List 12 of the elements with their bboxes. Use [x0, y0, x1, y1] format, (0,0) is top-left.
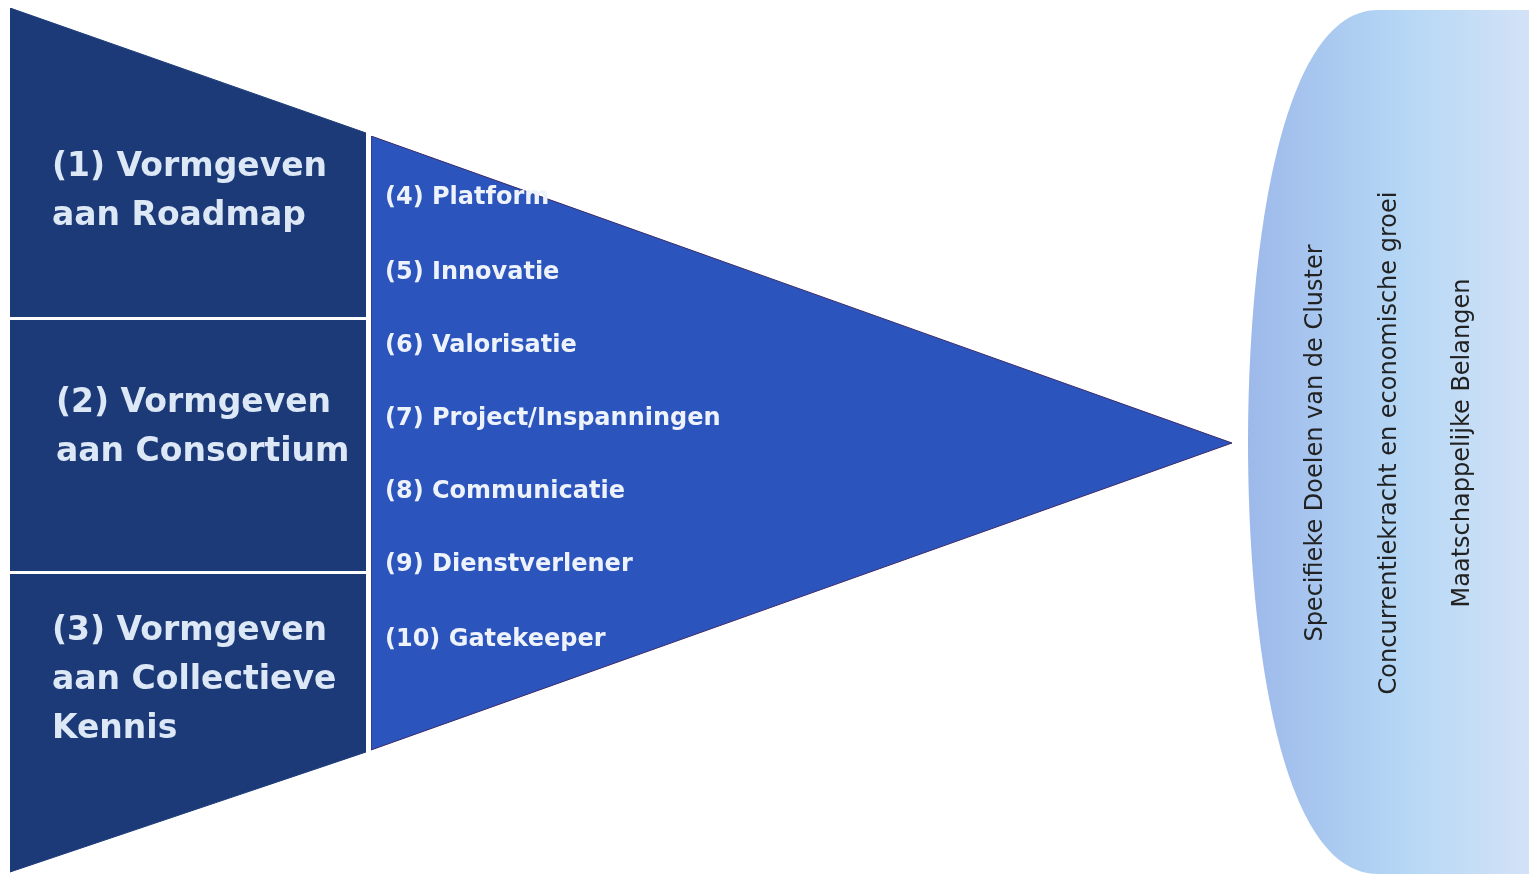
role-label: (6) Valorisatie	[385, 330, 577, 358]
role-label: (9) Dienstverlener	[385, 549, 633, 577]
goal-label: Specifieke Doelen van de Cluster	[1300, 244, 1328, 642]
band-label: (2) Vormgeven aan Consortium	[56, 380, 351, 471]
role-label: (7) Project/Inspanningen	[385, 403, 721, 431]
role-label: (10) Gatekeeper	[385, 624, 606, 652]
band-label: (3) Vormgeven aan Collectieve Kennis	[52, 608, 338, 748]
goal-label: Maatschappelijke Belangen	[1447, 278, 1475, 608]
band-label: (1) Vormgeven aan Roadmap	[52, 144, 329, 235]
role-label: (5) Innovatie	[385, 257, 560, 285]
goal-label: Concurrentiekracht en economische groei	[1374, 191, 1402, 695]
role-label: (8) Communicatie	[385, 476, 625, 504]
